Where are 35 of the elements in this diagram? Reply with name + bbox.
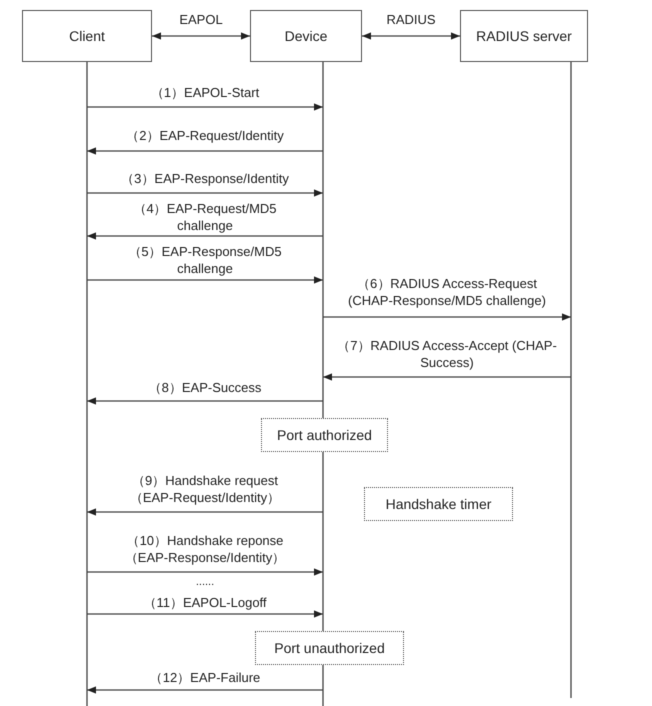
message-arrow — [87, 610, 323, 618]
message-arrow — [87, 568, 323, 576]
timer-box: Handshake timer — [364, 487, 513, 521]
message-arrow — [87, 276, 323, 284]
edge-label: （7）RADIUS Access-Accept (CHAP-Success) — [336, 337, 558, 371]
participant-box: Client — [22, 10, 152, 62]
message-arrow — [362, 32, 460, 40]
message-arrow — [152, 32, 250, 40]
message-arrow — [87, 189, 323, 197]
edge-label: （6）RADIUS Access-Request (CHAP-Response/MD5 challenge) — [347, 275, 547, 309]
ellipsis-text: ...... — [196, 576, 214, 588]
edge-label: （10）Handshake reponse （EAP-Response/Identity） — [124, 532, 286, 566]
edge-label: （9）Handshake request （EAP-Request/Identity） — [128, 472, 282, 506]
message-arrow — [87, 397, 323, 405]
state-box: Port authorized — [261, 418, 388, 452]
message-arrow — [87, 147, 323, 155]
message-arrow — [87, 232, 323, 240]
edge-label: （11）EAPOL-Logoff — [143, 594, 267, 611]
participant-box: Device — [250, 10, 362, 62]
edge-label: （2）EAP-Request/Identity — [126, 127, 284, 144]
message-arrow — [87, 686, 323, 694]
edge-label: （5）EAP-Response/MD5 challenge — [127, 243, 283, 277]
participant-box: RADIUS server — [460, 10, 588, 62]
message-arrow — [87, 103, 323, 111]
edge-label: （1）EAPOL-Start — [150, 84, 260, 101]
edge-label: （8）EAP-Success — [148, 379, 262, 396]
message-arrow — [323, 373, 571, 381]
edge-label: （4）EAP-Request/MD5 challenge — [132, 200, 278, 234]
message-arrow — [87, 508, 323, 516]
message-arrow — [323, 313, 571, 321]
edge-label: （3）EAP-Response/Identity — [121, 170, 289, 187]
edge-label: （12）EAP-Failure — [150, 669, 260, 686]
edge-label: RADIUS — [386, 11, 436, 28]
edge-label: EAPOL — [179, 11, 223, 28]
state-box: Port unauthorized — [255, 631, 404, 665]
